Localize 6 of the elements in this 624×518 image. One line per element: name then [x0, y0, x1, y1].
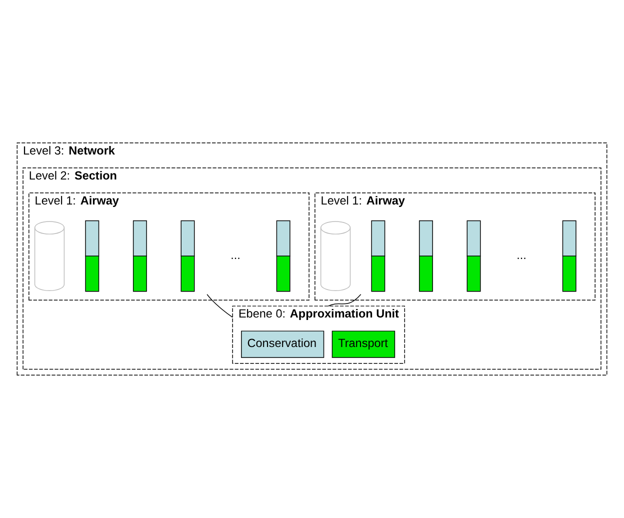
connector — [328, 294, 362, 306]
label: ... — [516, 248, 526, 262]
label: ... — [230, 248, 240, 262]
node-box: Transport — [332, 330, 396, 358]
connector — [206, 294, 233, 318]
node-box: Conservation — [241, 330, 324, 358]
